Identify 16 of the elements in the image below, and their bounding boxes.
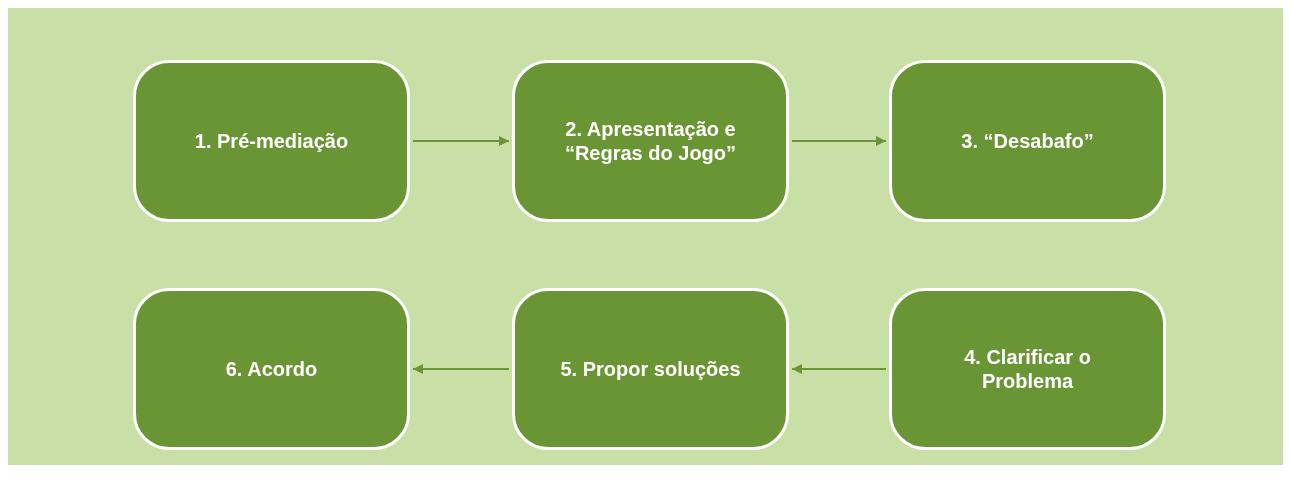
process-box [512, 60, 789, 222]
process-box [133, 60, 410, 222]
process-box [889, 288, 1166, 450]
arrow [412, 364, 510, 374]
step-label: 6. Acordo [225, 357, 318, 381]
step-label: 3. “Desabafo” [961, 129, 1094, 153]
step-label: 1. Pré-mediação [194, 129, 349, 153]
arrow [412, 136, 510, 146]
process-box [133, 288, 410, 450]
step-label: 2. Apresentação e “Regras do Jogo” [563, 117, 738, 165]
step-label: 5. Propor soluções [560, 357, 741, 381]
step-label: 4. Clarificar o Problema [963, 345, 1092, 393]
arrow [791, 136, 887, 146]
process-box [889, 60, 1166, 222]
arrow [791, 364, 887, 374]
process-box [512, 288, 789, 450]
